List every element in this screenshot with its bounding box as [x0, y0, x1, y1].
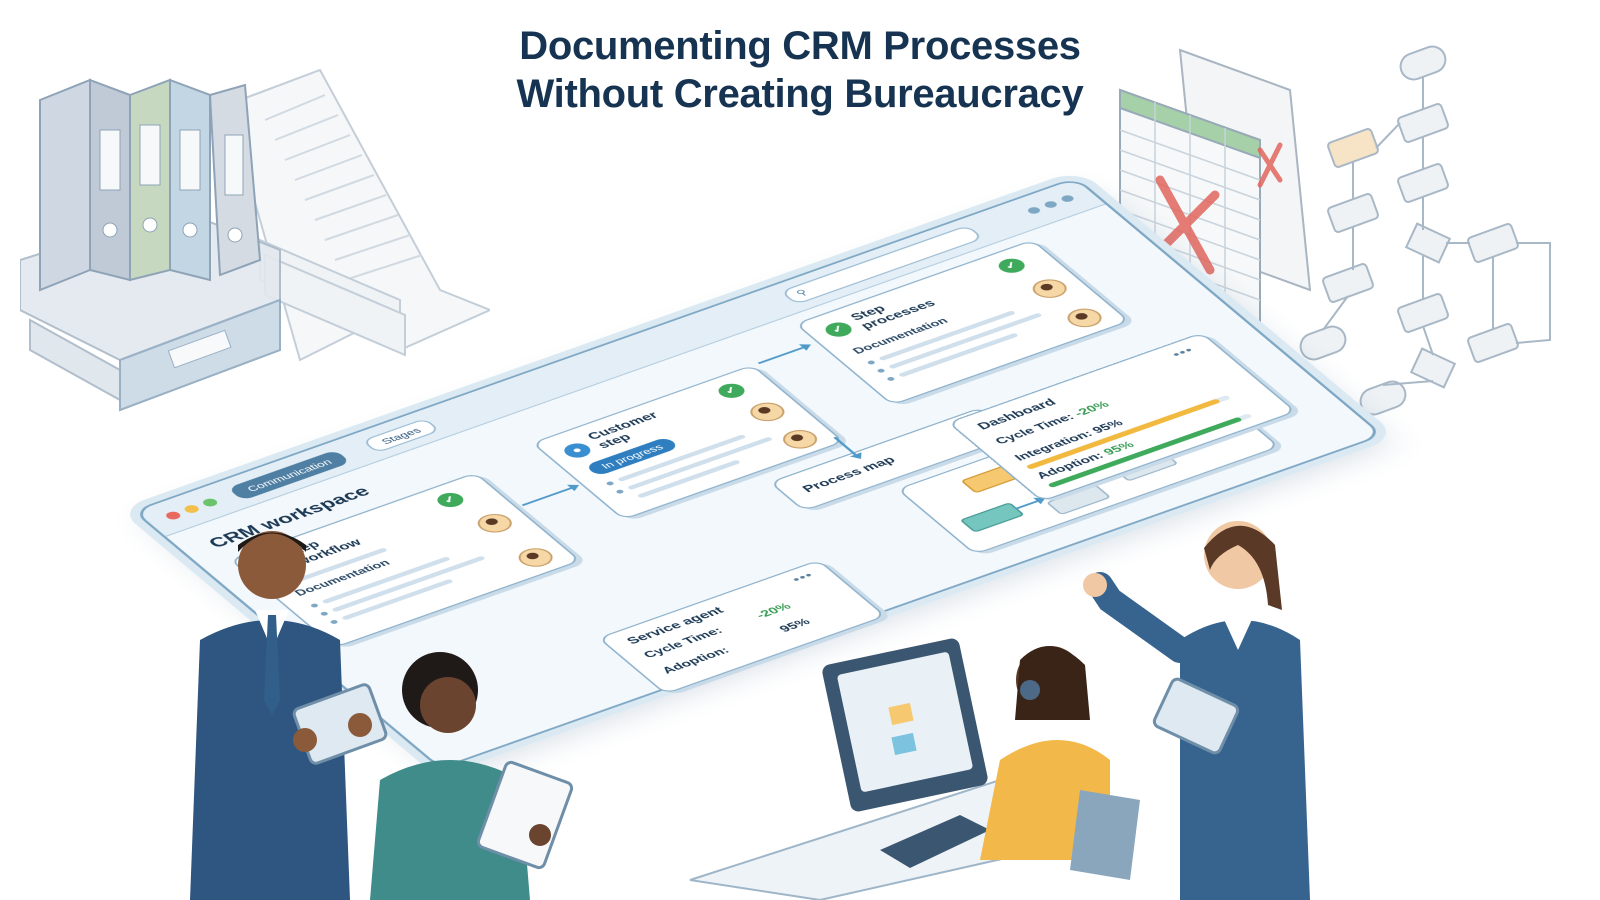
red-x-icon [1150, 175, 1220, 275]
more-dots-icon[interactable]: ••• [1168, 344, 1198, 360]
flow-arrow [833, 436, 858, 456]
person-woman-clipboard [370, 652, 574, 900]
flowchart-illustration [1299, 45, 1551, 416]
placeholder-line [887, 312, 1043, 370]
title-line-2: Without Creating Bureaucracy [516, 72, 1084, 116]
chat-icon: ● [559, 440, 596, 461]
paper-stack [239, 68, 490, 362]
check-icon: ✓ [993, 255, 1030, 276]
window-dot-2 [1042, 199, 1060, 210]
card-heading: Process map [799, 454, 899, 495]
bullet [615, 489, 625, 495]
avatar [743, 399, 791, 425]
metric-value: -20% [1071, 399, 1113, 419]
person-agent-desk [689, 638, 1140, 900]
avatar [1061, 305, 1109, 331]
window-dot-1 [1025, 205, 1043, 215]
person-woman-pointing [1083, 521, 1310, 900]
bullet [866, 359, 877, 366]
search-icon: ⚲ [793, 287, 811, 298]
team-illustration [190, 521, 1310, 900]
binders-illustration [20, 68, 490, 412]
avatar [776, 426, 824, 453]
bullet [876, 368, 886, 374]
bullet [605, 480, 615, 487]
avatar [1026, 275, 1074, 302]
bullet [886, 376, 896, 382]
flow-arrow [757, 346, 806, 365]
person-man-tablet [190, 531, 388, 900]
window-dot-3 [1059, 194, 1076, 204]
page-title: Documenting CRM Processes Without Creati… [0, 22, 1600, 118]
check-icon: ✓ [713, 381, 750, 401]
upright-binders [39, 78, 262, 292]
check-icon: ✓ [820, 319, 857, 340]
small-red-x-icon [1257, 142, 1283, 188]
title-line-1: Documenting CRM Processes [519, 24, 1081, 68]
